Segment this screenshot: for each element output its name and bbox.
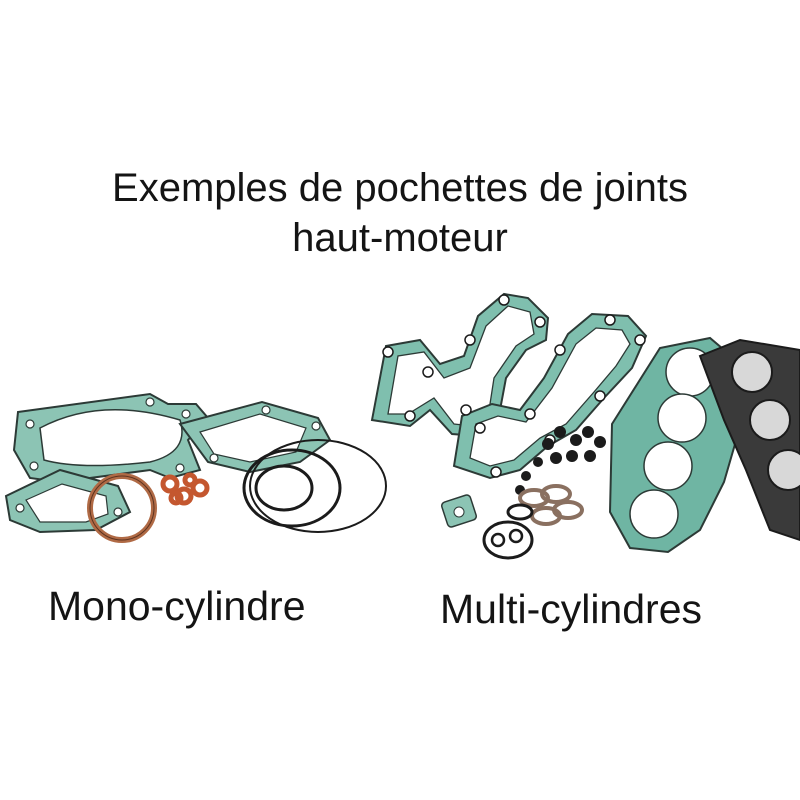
multi-head-gasket-green [608, 336, 744, 554]
copper-rings [506, 484, 584, 526]
title-line-2: haut-moteur [292, 216, 508, 260]
round-seal [482, 520, 534, 560]
o-rings [242, 439, 387, 533]
title-line-1: Exemples de pochettes de joints [112, 166, 688, 210]
mono-cylinder-kit [4, 392, 387, 543]
caption-multi-cylindres: Multi-cylindres [440, 586, 702, 632]
multi-cylinder-kit [370, 292, 800, 560]
orange-seals [160, 472, 210, 506]
caption-mono-cylindre: Mono-cylindre [48, 583, 306, 629]
multi-head-gasket-dark [698, 338, 800, 542]
valve-stem-seals [515, 426, 606, 495]
